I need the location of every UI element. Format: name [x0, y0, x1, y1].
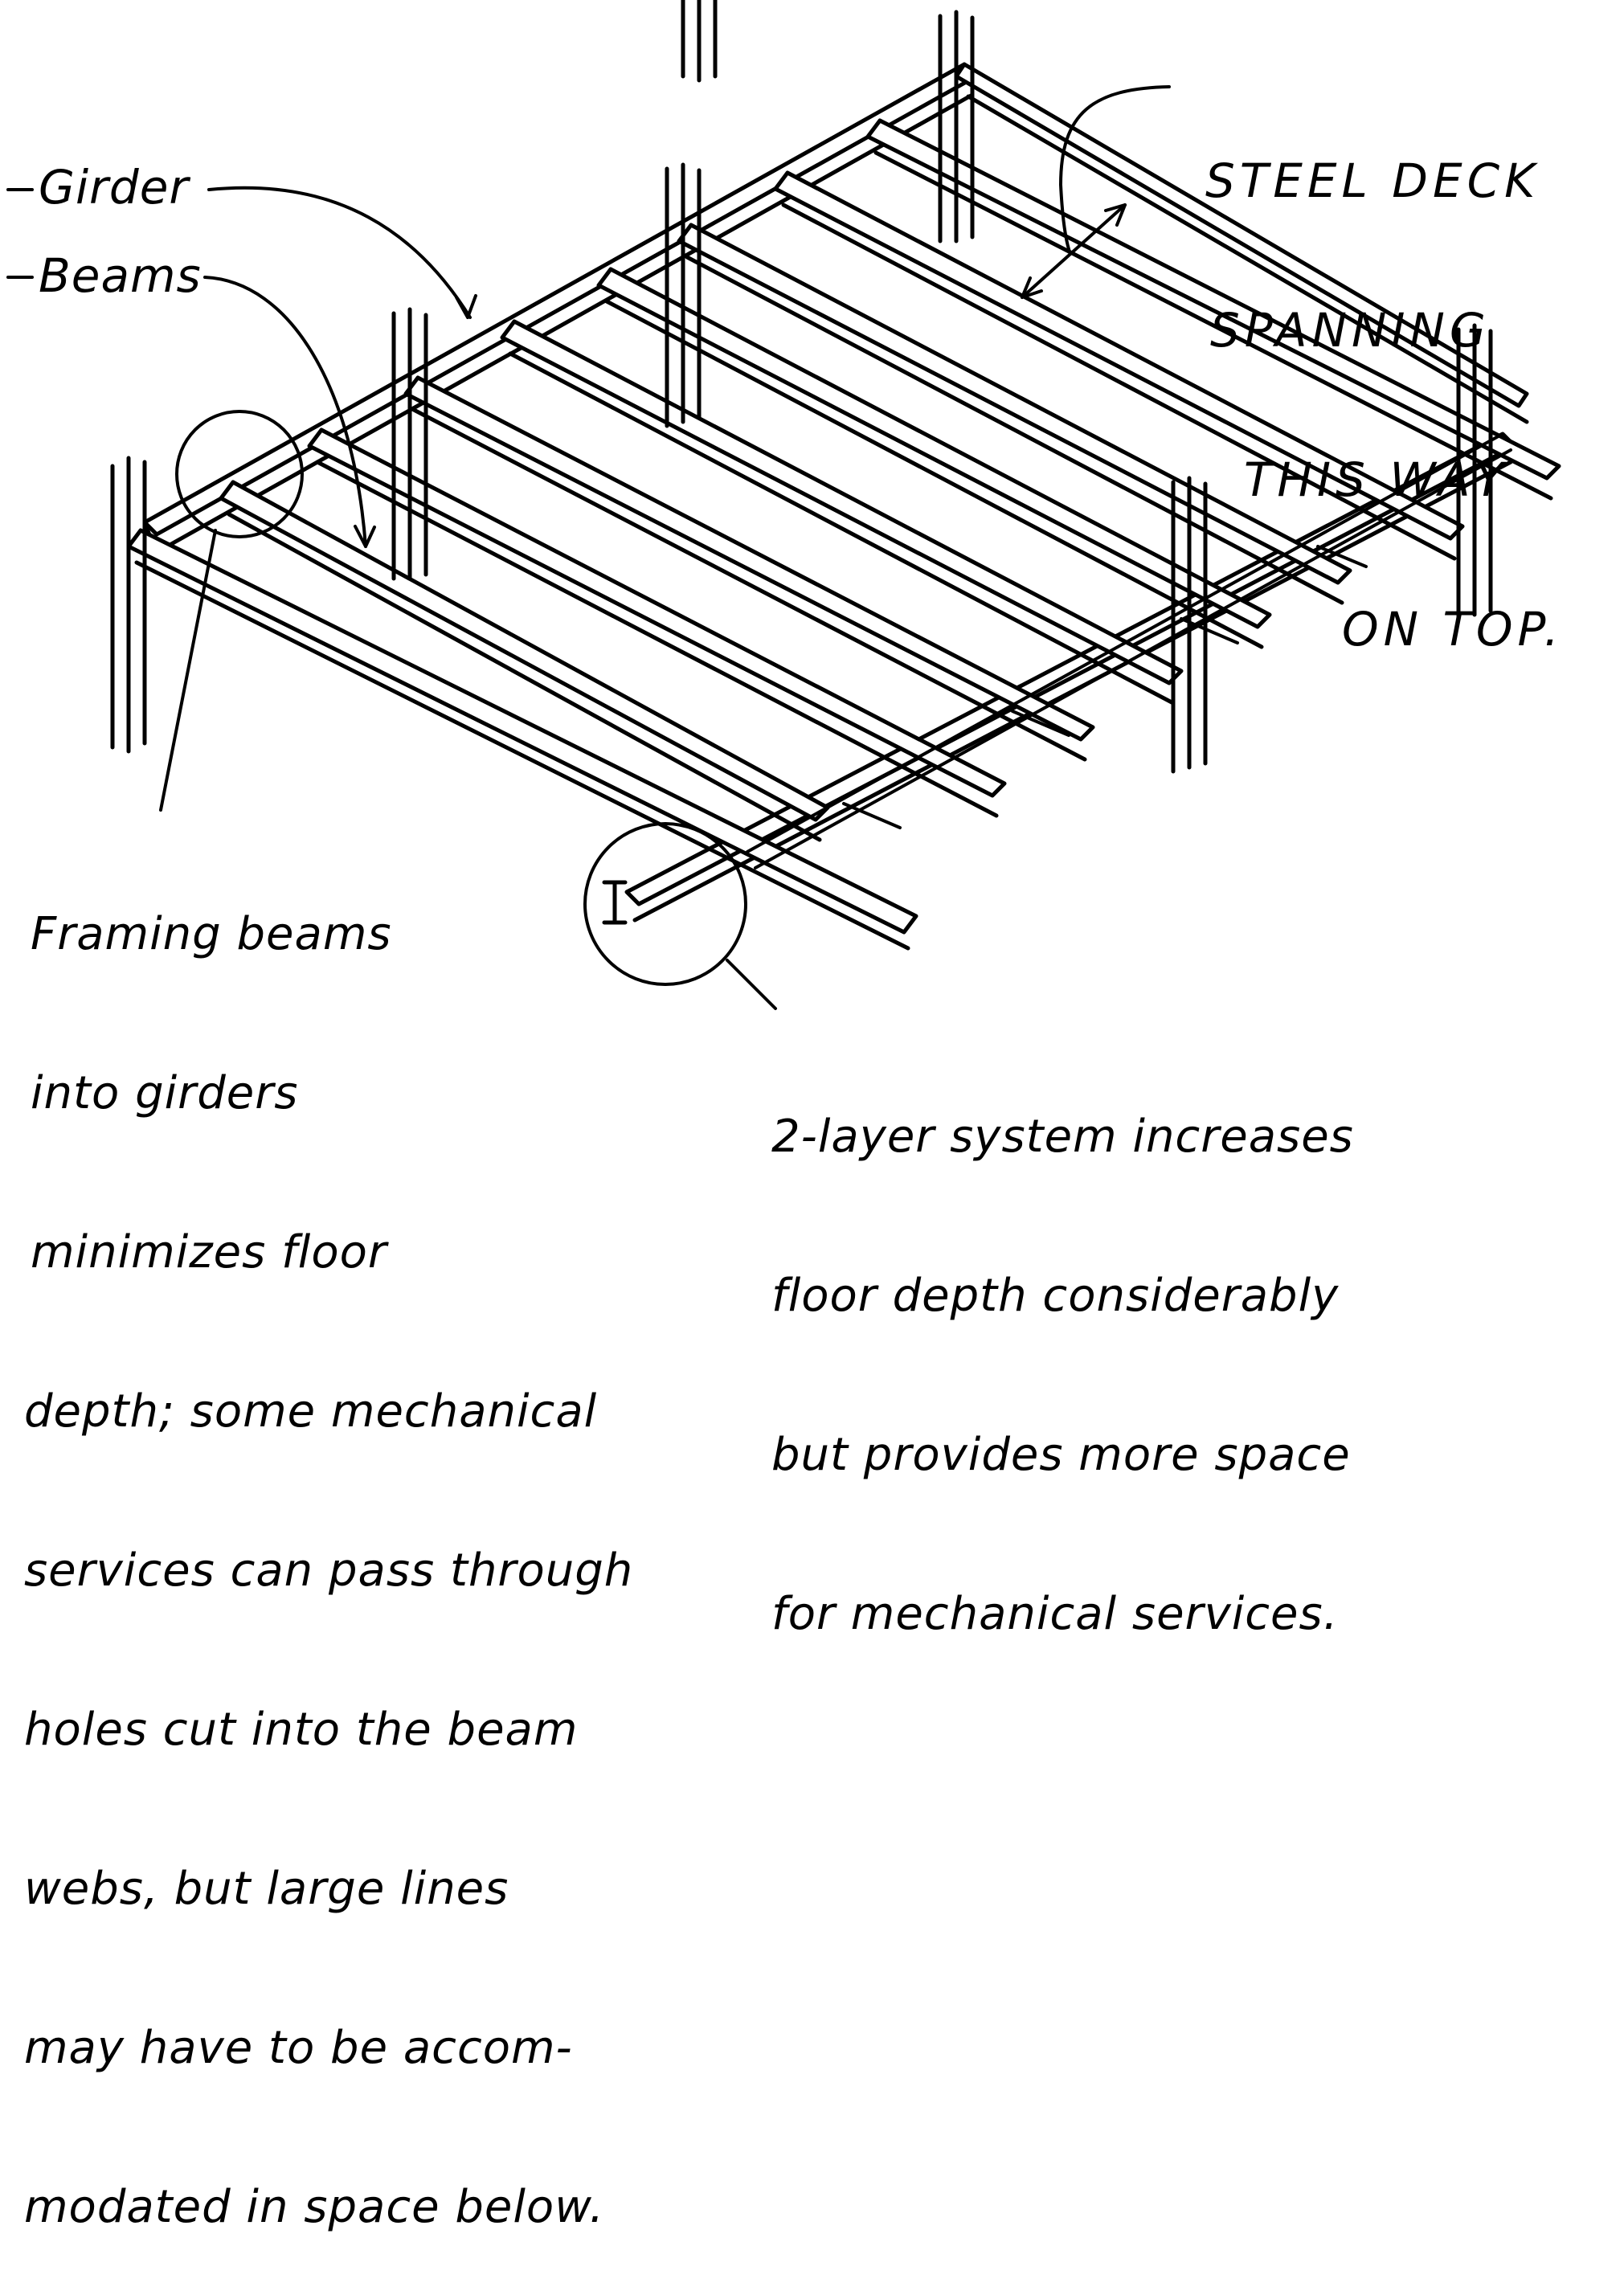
steel-deck-line: THIS WAY: [1244, 452, 1508, 507]
girder-label: Girder: [39, 160, 190, 215]
steel-deck-line: STEEL DECK: [1205, 153, 1540, 208]
steel-deck-line: SPANNING: [1210, 303, 1491, 358]
framing-note-line: webs, but large lines: [24, 1863, 509, 1915]
framing-note-line: minimizes floor: [31, 1226, 387, 1279]
framing-note-line: Framing beams: [31, 908, 392, 960]
steel-framing-diagram: Girder Beams STEEL DECK SPANNING THIS WA…: [6, 0, 1564, 2233]
detail-circle-top: [175, 410, 304, 538]
i-beam-section-icon: [602, 880, 628, 925]
two-layer-note-line: for mechanical services.: [771, 1588, 1339, 1640]
two-layer-note: 2-layer system increases floor depth con…: [771, 1004, 1354, 1694]
framing-note-line: modated in space below.: [24, 2181, 605, 2233]
two-layer-note-line: floor depth considerably: [771, 1270, 1340, 1322]
framing-note-line: services can pass through: [24, 1544, 634, 1597]
framing-note-line: depth; some mechanical: [24, 1385, 598, 1438]
lower-bracing: [746, 432, 1512, 869]
framing-note-line: into girders: [31, 1067, 299, 1119]
steel-deck-line: ON TOP.: [1342, 602, 1564, 657]
girder-right: [954, 62, 1529, 424]
detail-circle-bottom: [583, 822, 747, 986]
beams: [126, 118, 1561, 951]
two-layer-note-line: but provides more space: [771, 1429, 1351, 1481]
two-layer-note-line: 2-layer system increases: [771, 1111, 1354, 1163]
steel-deck-label: STEEL DECK SPANNING THIS WAY ON TOP.: [1205, 56, 1564, 704]
framing-sketch: [6, 0, 1561, 1010]
framing-note-line: holes cut into the beam: [24, 1704, 579, 1756]
framing-note: Framing beams into girders minimizes flo…: [24, 802, 633, 2287]
leader-lines: [6, 85, 1171, 1010]
framing-note-line: may have to be accom-: [24, 2022, 573, 2074]
beams-label: Beams: [39, 248, 202, 303]
